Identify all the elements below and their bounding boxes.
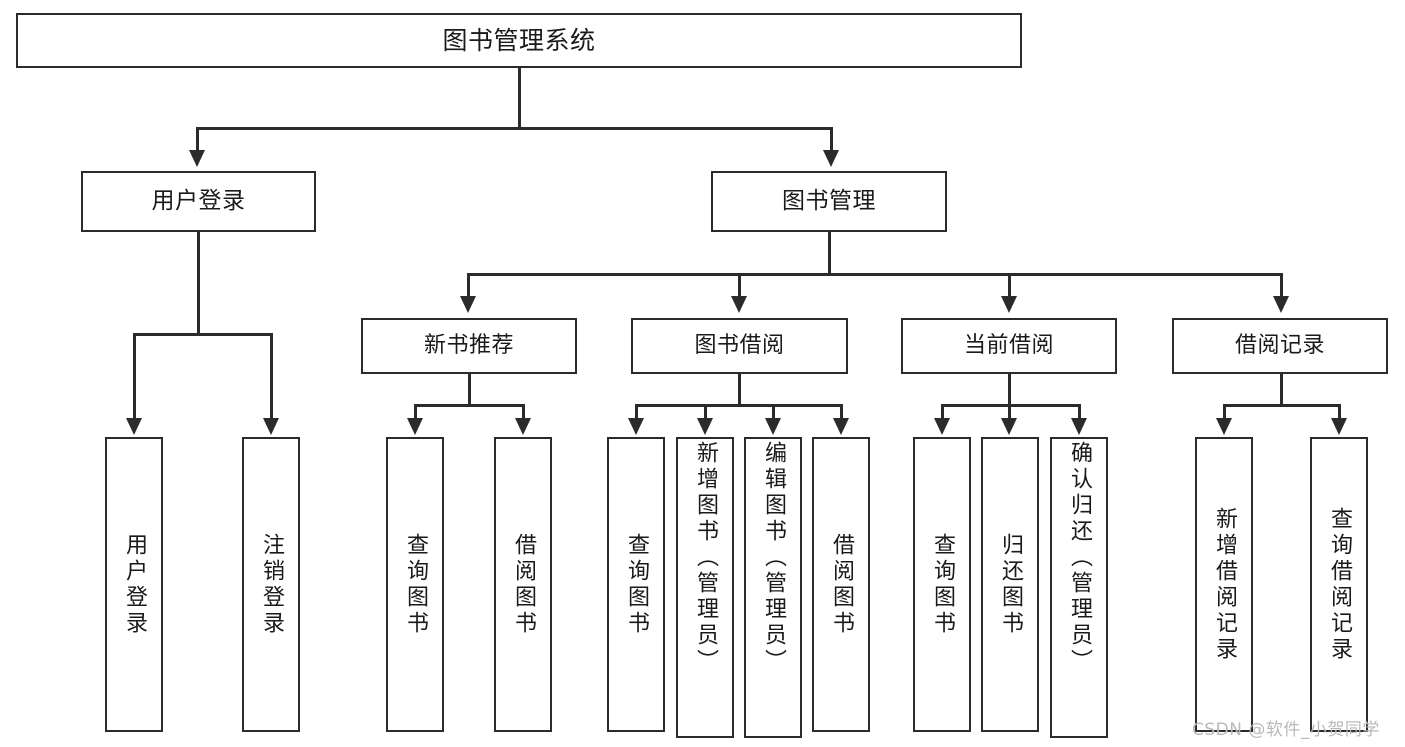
- arrowhead-leaf-query-record: [1331, 418, 1347, 435]
- arrowhead-new-book-rec: [460, 296, 476, 313]
- node-book-manage[interactable]: 图书管理: [711, 171, 947, 232]
- node-root-library-system[interactable]: 图书管理系统: [16, 13, 1022, 68]
- arrowhead-leaf-query-book-3: [934, 418, 950, 435]
- connector-book-borrow-bus: [635, 404, 842, 407]
- node-current-borrow[interactable]: 当前借阅: [901, 318, 1117, 374]
- leaf-query-book-3[interactable]: 查询图书: [913, 437, 971, 732]
- leaf-return-book[interactable]: 归还图书: [981, 437, 1039, 732]
- connector-current-borrow-bus: [941, 404, 1081, 407]
- connector-nbr-drop-1: [414, 404, 417, 419]
- arrowhead-user-login: [189, 150, 205, 167]
- connector-user-login-drop-2: [270, 333, 273, 419]
- connector-cb-drop-1: [941, 404, 944, 419]
- connector-to-current-borrow: [1008, 273, 1011, 298]
- connector-book-manage-bus: [467, 273, 1282, 276]
- leaf-borrow-book-1[interactable]: 借阅图书: [494, 437, 552, 732]
- leaf-query-book-1[interactable]: 查询图书: [386, 437, 444, 732]
- arrowhead-leaf-confirm-return: [1071, 418, 1087, 435]
- connector-user-login-bus: [133, 333, 272, 336]
- node-label: 归还图书: [998, 532, 1023, 637]
- arrowhead-leaf-borrow-book-2: [833, 418, 849, 435]
- connector-root-to-book-manage: [830, 127, 833, 152]
- node-label: 当前借阅: [963, 333, 1054, 359]
- connector-bb-drop-4: [840, 404, 843, 419]
- leaf-logout[interactable]: 注销登录: [242, 437, 300, 732]
- connector-br-drop-2: [1338, 404, 1341, 419]
- node-label: 新增图书（管理员）: [693, 441, 718, 675]
- connector-to-book-borrow: [738, 273, 741, 298]
- connector-new-book-rec-bus: [414, 404, 525, 407]
- arrowhead-leaf-query-book-2: [628, 418, 644, 435]
- node-user-login[interactable]: 用户登录: [81, 171, 316, 232]
- node-label: 查询图书: [403, 532, 428, 637]
- node-label: 新书推荐: [423, 333, 514, 359]
- node-label: 借阅图书: [829, 532, 854, 637]
- leaf-borrow-book-2[interactable]: 借阅图书: [812, 437, 870, 732]
- arrowhead-leaf-add-record: [1216, 418, 1232, 435]
- node-new-book-recommend[interactable]: 新书推荐: [361, 318, 577, 374]
- connector-cb-drop-3: [1078, 404, 1081, 419]
- connector-user-login-stem: [197, 232, 200, 335]
- connector-bb-drop-2: [704, 404, 707, 419]
- arrowhead-leaf-query-book-1: [407, 418, 423, 435]
- connector-borrow-record-bus: [1223, 404, 1341, 407]
- connector-user-login-drop-1: [133, 333, 136, 419]
- connector-to-borrow-record: [1280, 273, 1283, 298]
- arrowhead-book-manage: [823, 150, 839, 167]
- node-label: 图书管理: [782, 188, 876, 215]
- connector-bb-drop-1: [635, 404, 638, 419]
- connector-root-stem: [518, 68, 521, 128]
- connector-cb-drop-2: [1008, 404, 1011, 419]
- node-label: 新增借阅记录: [1212, 506, 1237, 663]
- leaf-user-login[interactable]: 用户登录: [105, 437, 163, 732]
- node-label: 查询图书: [930, 532, 955, 637]
- arrowhead-leaf-add-book: [697, 418, 713, 435]
- node-label: 用户登录: [122, 532, 147, 637]
- connector-to-new-book-rec: [467, 273, 470, 298]
- node-label: 借阅记录: [1234, 333, 1325, 359]
- node-label: 注销登录: [259, 532, 284, 637]
- arrowhead-leaf-edit-book: [765, 418, 781, 435]
- node-label: 查询借阅记录: [1327, 506, 1352, 663]
- leaf-add-book[interactable]: 新增图书（管理员）: [676, 437, 734, 738]
- arrowhead-leaf-borrow-book-1: [515, 418, 531, 435]
- leaf-confirm-return[interactable]: 确认归还（管理员）: [1050, 437, 1108, 738]
- connector-current-borrow-stem: [1008, 374, 1011, 406]
- connector-book-borrow-stem: [738, 374, 741, 406]
- arrowhead-book-borrow: [731, 296, 747, 313]
- connector-br-drop-1: [1223, 404, 1226, 419]
- arrowhead-leaf-logout: [263, 418, 279, 435]
- connector-borrow-record-stem: [1280, 374, 1283, 406]
- node-label: 图书借阅: [694, 333, 785, 359]
- leaf-edit-book[interactable]: 编辑图书（管理员）: [744, 437, 802, 738]
- connector-nbr-drop-2: [522, 404, 525, 419]
- connector-book-manage-stem: [828, 232, 831, 275]
- arrowhead-borrow-record: [1273, 296, 1289, 313]
- node-label: 借阅图书: [511, 532, 536, 637]
- node-label: 图书管理系统: [442, 25, 596, 55]
- node-label: 确认归还（管理员）: [1067, 441, 1092, 675]
- node-label: 查询图书: [624, 532, 649, 637]
- node-label: 用户登录: [151, 188, 246, 215]
- connector-new-book-rec-stem: [468, 374, 471, 406]
- node-book-borrow[interactable]: 图书借阅: [631, 318, 848, 374]
- node-borrow-record[interactable]: 借阅记录: [1172, 318, 1388, 374]
- arrowhead-leaf-user-login: [126, 418, 142, 435]
- connector-root-to-user-login: [196, 127, 199, 152]
- node-label: 编辑图书（管理员）: [761, 441, 786, 675]
- leaf-query-book-2[interactable]: 查询图书: [607, 437, 665, 732]
- connector-root-bus: [196, 127, 833, 130]
- leaf-add-borrow-record[interactable]: 新增借阅记录: [1195, 437, 1253, 732]
- csdn-watermark: CSDN @软件_小贺同学: [1192, 720, 1380, 740]
- leaf-query-borrow-record[interactable]: 查询借阅记录: [1310, 437, 1368, 732]
- connector-bb-drop-3: [772, 404, 775, 419]
- arrowhead-current-borrow: [1001, 296, 1017, 313]
- arrowhead-leaf-return-book: [1001, 418, 1017, 435]
